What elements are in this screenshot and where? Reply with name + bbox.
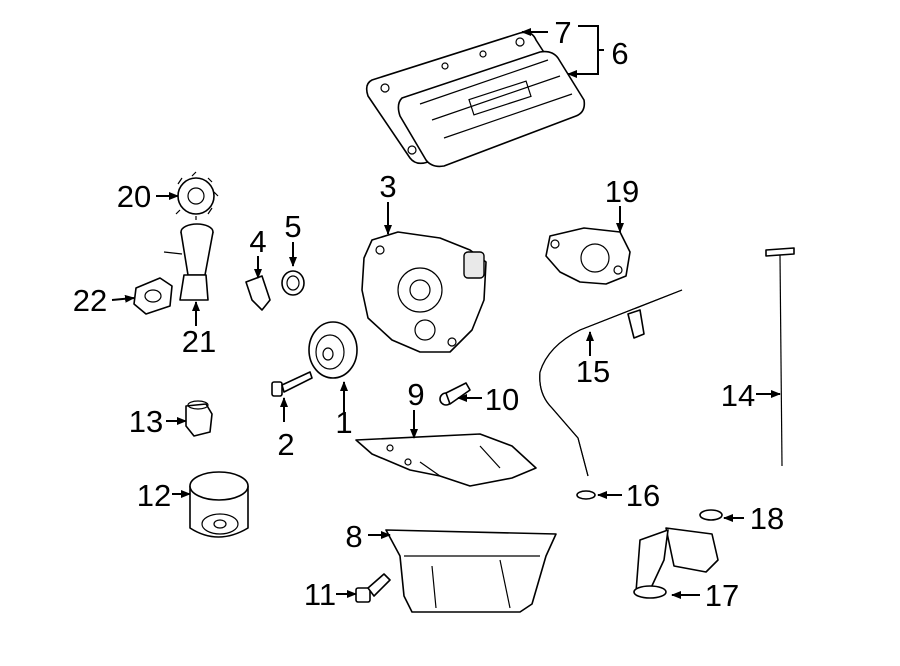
- callout-10: 10: [485, 382, 519, 417]
- valve-cover: [397, 50, 586, 168]
- callout-13: 13: [129, 404, 163, 439]
- callout-1: 1: [335, 405, 352, 440]
- callout-16: 16: [626, 478, 660, 513]
- dipstick: [765, 247, 795, 467]
- leader-lines: [111, 25, 781, 599]
- callout-15: 15: [576, 354, 610, 389]
- sprocket: [175, 171, 219, 220]
- callout-20: 20: [117, 179, 151, 214]
- callout-6: 6: [611, 36, 628, 71]
- pulley-bolt: [271, 371, 313, 397]
- callout-4: 4: [249, 224, 266, 259]
- callout-7: 7: [554, 15, 571, 50]
- callout-8: 8: [345, 519, 362, 554]
- callout-22: 22: [73, 283, 107, 318]
- oil-pan-bolt: [355, 573, 391, 603]
- callout-14: 14: [721, 378, 755, 413]
- callout-5: 5: [284, 209, 301, 244]
- dipstick-tube: [539, 289, 683, 477]
- tube-o-ring: [576, 490, 596, 500]
- oil-pickup-tube: [163, 223, 214, 301]
- pickup-gasket: [133, 277, 173, 315]
- callout-2: 2: [277, 427, 294, 462]
- crankshaft-pulley: [308, 321, 358, 379]
- callout-9: 9: [407, 377, 424, 412]
- callout-21: 21: [182, 324, 216, 359]
- callout-19: 19: [605, 174, 639, 209]
- o-ring: [281, 270, 305, 296]
- callout-11: 11: [304, 577, 336, 612]
- oil-filler-neck: [633, 527, 719, 599]
- drain-plug: [439, 382, 471, 406]
- lower-oil-pan: [385, 529, 557, 613]
- upper-oil-pan: [355, 433, 537, 487]
- callout-12: 12: [137, 478, 171, 513]
- oil-filter: [189, 471, 249, 538]
- callout-3: 3: [379, 169, 396, 204]
- seal: [245, 275, 271, 311]
- filter-adapter: [185, 400, 213, 437]
- callout-17: 17: [705, 578, 739, 613]
- oil-pump: [545, 227, 631, 285]
- callout-18: 18: [750, 501, 784, 536]
- filler-cap-seal: [699, 509, 723, 521]
- timing-cover: [361, 231, 487, 353]
